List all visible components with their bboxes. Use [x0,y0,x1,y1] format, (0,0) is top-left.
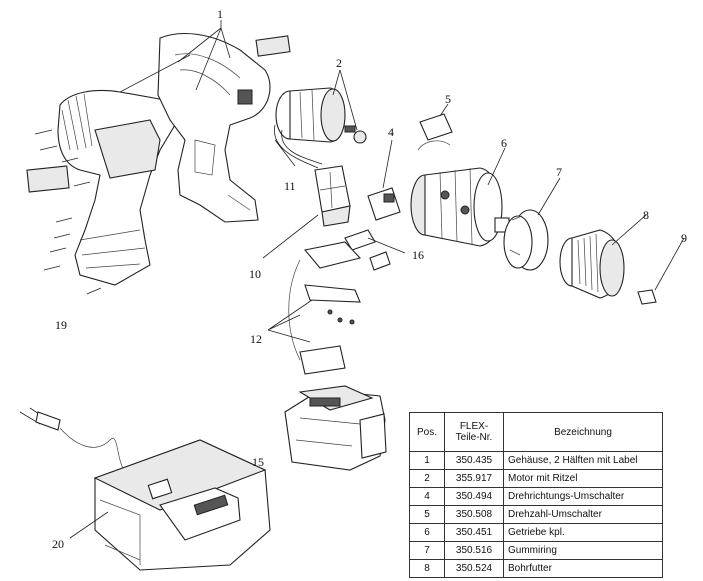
header-description: Bezeichnung [503,412,663,452]
part-chuck-screw [637,237,685,305]
cell-description: Gehäuse, 2 Hälften mit Label [503,451,663,470]
cell-pos: 2 [409,469,445,488]
header-part-number-line1: FLEX- [459,421,489,432]
cell-part-number: 350.524 [444,559,504,578]
part-contact-plate [344,229,406,271]
cell-description: Motor mit Ritzel [503,469,663,488]
callout-label: 7 [556,165,562,179]
header-part-number-line2: Teile-Nr. [455,432,493,443]
part-motor-wires [274,124,323,169]
callout-label: 15 [252,455,264,469]
callout-label: 16 [412,248,424,262]
cell-description: Gummiring [503,541,663,560]
callout-label: 8 [643,208,649,222]
part-speed-switch [417,103,453,151]
cell-description: Drehrichtungs-Umschalter [503,487,663,506]
part-charger [19,407,271,571]
cell-part-number: 355.917 [444,469,504,488]
part-rubber-ring [503,177,561,271]
callout-label: 2 [336,56,342,70]
cell-pos: 6 [409,523,445,542]
callout-label: 19 [55,318,67,332]
callout-labels: 1 2 4 5 6 7 8 9 10 11 12 15 16 19 20 [52,7,687,551]
callout-label: 9 [681,231,687,245]
part-switch [262,165,351,259]
part-battery-contacts [267,241,362,375]
table-header-row: Pos. FLEX- Teile-Nr. Bezeichnung [409,412,663,452]
cell-part-number: 350.435 [444,451,504,470]
callout-label: 6 [501,136,507,150]
cell-part-number: 350.494 [444,487,504,506]
callout-label: 5 [445,92,451,106]
cell-part-number: 350.508 [444,505,504,524]
cell-description: Getriebe kpl. [503,523,663,542]
table-row: 4 350.494 Drehrichtungs-Umschalter [409,487,663,506]
part-direction-switch [367,139,401,221]
cell-pos: 7 [409,541,445,560]
table-row: 7 350.516 Gummiring [409,541,663,560]
cell-description: Bohrfutter [503,559,663,578]
cell-pos: 8 [409,559,445,578]
table-row: 6 350.451 Getriebe kpl. [409,523,663,542]
table-row: 5 350.508 Drehzahl-Umschalter [409,505,663,524]
cell-pos: 1 [409,451,445,470]
table-row: 1 350.435 Gehäuse, 2 Hälften mit Label [409,451,663,470]
cell-pos: 4 [409,487,445,506]
header-pos: Pos. [409,412,445,452]
housing-screws [34,129,102,295]
parts-table: Pos. FLEX- Teile-Nr. Bezeichnung 1 350.4… [409,412,663,578]
callout-label: 1 [217,7,223,21]
cell-part-number: 350.451 [444,523,504,542]
table-row: 8 350.524 Bohrfutter [409,559,663,578]
header-part-number: FLEX- Teile-Nr. [444,412,504,452]
part-housing [26,20,291,295]
callout-label: 20 [52,537,64,551]
part-chuck [559,214,647,299]
part-motor [275,69,367,144]
table-row: 2 355.917 Motor mit Ritzel [409,469,663,488]
callout-label: 4 [388,125,394,139]
callout-label: 12 [250,332,262,346]
cell-part-number: 350.516 [444,541,504,560]
callout-label: 11 [284,179,296,193]
part-gearbox [410,147,510,247]
callout-label: 10 [249,267,261,281]
cell-pos: 5 [409,505,445,524]
part-battery [284,385,387,471]
cell-description: Drehzahl-Umschalter [503,505,663,524]
